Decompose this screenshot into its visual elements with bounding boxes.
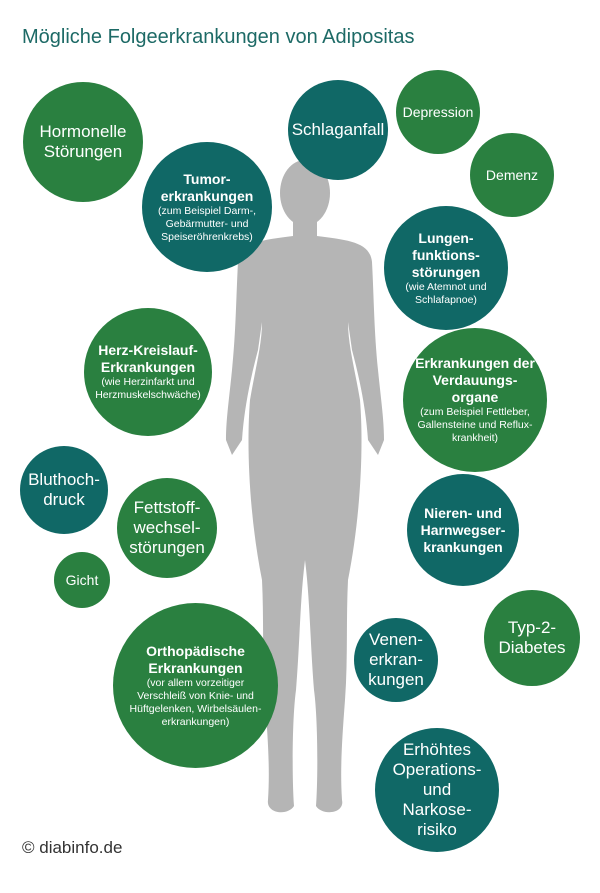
copyright-footer: © diabinfo.de (22, 838, 123, 857)
bubble-detail: (vor allem vorzeitiger Verschleiß von Kn… (129, 676, 262, 728)
bubble-nieren-harnwege: Nieren- und Harnwegser-krankungen (407, 474, 519, 586)
bubble-title: Typ-2-Diabetes (498, 618, 566, 657)
bubble-title: Fettstoff-wechsel-störungen (129, 498, 205, 557)
bubble-title: Bluthoch-druck (28, 470, 100, 509)
bubble-title: Depression (402, 104, 474, 120)
bubble-demenz: Demenz (470, 133, 554, 217)
bubble-title: Herz-Kreislauf-Erkrankungen (98, 342, 198, 375)
bubble-schlaganfall: Schlaganfall (288, 80, 388, 180)
bubble-herz-kreislauf: Herz-Kreislauf-Erkrankungen (wie Herzinf… (84, 308, 212, 436)
bubble-typ-2-diabetes: Typ-2-Diabetes (484, 590, 580, 686)
bubble-lungenfunktionsstoerungen: Lungen-funktions-störungen (wie Atemnot … (384, 206, 508, 330)
bubble-detail: (zum Beispiel Darm-, Gebärmutter- und Sp… (157, 204, 257, 243)
bubble-gicht: Gicht (54, 552, 110, 608)
bubble-hormonelle-stoerungen: Hormonelle Störungen (23, 82, 143, 202)
bubble-detail: (wie Herzinfarkt und Herzmuskelschwäche) (95, 376, 201, 401)
bubble-title: Demenz (485, 167, 539, 183)
page-title: Mögliche Folgeerkrankungen von Adiposita… (22, 26, 415, 48)
bubble-title: Tumor-erkrankungen (160, 170, 254, 204)
bubble-depression: Depression (396, 70, 480, 154)
bubble-title: Orthopädische Erkrankungen (146, 642, 245, 676)
bubble-verdauungsorgane: Erkrankungen der Verdauungs-organe (zum … (403, 328, 547, 472)
bubble-title: Erhöhtes Operations- und Narkose-risiko (392, 740, 482, 839)
bubble-fettstoffwechselstoerungen: Fettstoff-wechsel-störungen (117, 478, 217, 578)
bubble-operationsrisiko: Erhöhtes Operations- und Narkose-risiko (375, 728, 499, 852)
bubble-detail: (zum Beispiel Fettleber, Gallensteine un… (417, 406, 533, 444)
bubble-venenerkrankungen: Venen-erkran-kungen (354, 618, 438, 702)
bubble-tumorerkrankungen: Tumor-erkrankungen (zum Beispiel Darm-, … (142, 142, 272, 272)
bubble-detail: (wie Atemnot und Schlafapnoe) (405, 280, 487, 306)
bubble-title: Schlaganfall (291, 120, 385, 139)
bubble-bluthochdruck: Bluthoch-druck (20, 446, 108, 534)
bubble-orthopaedische-erkrankungen: Orthopädische Erkrankungen (vor allem vo… (113, 603, 278, 768)
bubble-title: Hormonelle Störungen (39, 122, 127, 161)
bubble-title: Nieren- und Harnwegser-krankungen (420, 504, 506, 555)
bubble-title: Erkrankungen der Verdauungs-organe (415, 355, 535, 405)
bubble-title: Lungen-funktions-störungen (411, 229, 481, 280)
bubble-title: Venen-erkran-kungen (368, 630, 424, 689)
bubble-title: Gicht (65, 572, 99, 588)
